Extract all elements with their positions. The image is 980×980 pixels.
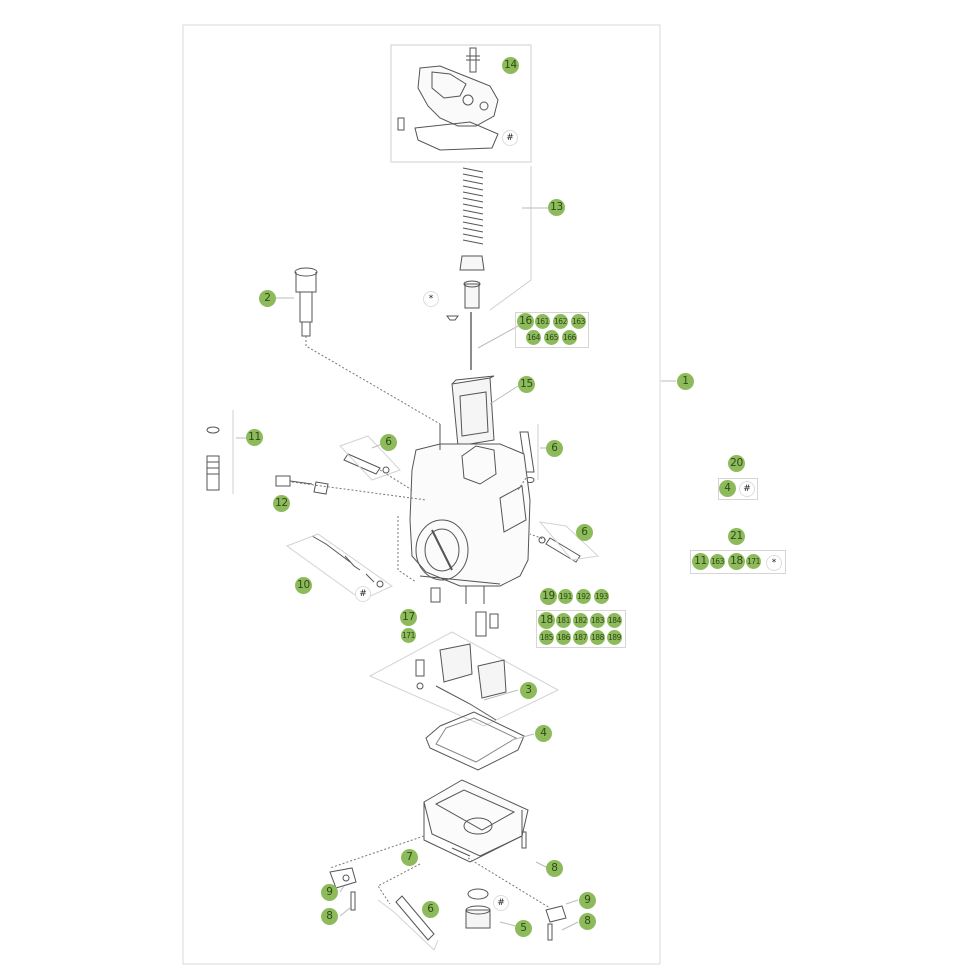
part-10-jet-set (285, 533, 393, 601)
part-6-drain-hose (377, 895, 439, 951)
callout-171[interactable]: 171 (401, 628, 416, 643)
hash-mark-5: # (493, 895, 509, 911)
part-14-frame (390, 44, 532, 163)
callout-6-mid-right[interactable]: 6 (576, 524, 593, 541)
callout-21-item-163[interactable]: 163 (710, 554, 725, 569)
callout-162[interactable]: 162 (553, 314, 568, 329)
part-13-slide-spring (446, 166, 532, 321)
group-18-box (536, 610, 626, 648)
part-4-gasket-inner (435, 717, 518, 763)
callout-192[interactable]: 192 (576, 589, 591, 604)
part-14-throttle-top (397, 47, 499, 151)
callout-189[interactable]: 189 (607, 630, 622, 645)
callout-21-item-171[interactable]: 171 (746, 554, 761, 569)
callout-163[interactable]: 163 (571, 314, 586, 329)
callout-18[interactable]: 18 (538, 612, 555, 629)
callout-10[interactable]: 10 (295, 577, 312, 594)
part-4-gasket (425, 711, 525, 771)
part-8-9-lower-hardware (329, 831, 567, 941)
callout-9-right[interactable]: 9 (579, 892, 596, 909)
callout-188[interactable]: 188 (590, 630, 605, 645)
part-6-tube-left (339, 435, 401, 481)
callout-183[interactable]: 183 (590, 613, 605, 628)
callout-185[interactable]: 185 (539, 630, 554, 645)
hash-mark-10: # (355, 586, 371, 602)
group-16-box (515, 312, 589, 348)
part-3-float (368, 631, 560, 727)
callout-17[interactable]: 17 (400, 609, 417, 626)
leader-lines (291, 336, 551, 909)
part-11-adjust-screw (206, 410, 234, 494)
callout-166[interactable]: 166 (562, 330, 577, 345)
callout-3[interactable]: 3 (520, 682, 537, 699)
callout-21-item-11[interactable]: 11 (692, 553, 709, 570)
callout-8-right-upper[interactable]: 8 (546, 860, 563, 877)
callout-6-upper-left[interactable]: 6 (380, 434, 397, 451)
part-18-19-jets (475, 611, 499, 637)
star-mark-21: * (766, 555, 782, 571)
callout-19[interactable]: 19 (540, 588, 557, 605)
callout-1[interactable]: 1 (677, 373, 694, 390)
star-mark-13: * (423, 291, 439, 307)
callout-21-item-18[interactable]: 18 (728, 553, 745, 570)
callout-13[interactable]: 13 (548, 199, 565, 216)
callout-191[interactable]: 191 (558, 589, 573, 604)
callout-181[interactable]: 181 (556, 613, 571, 628)
callout-182[interactable]: 182 (573, 613, 588, 628)
part-2-choke-plunger (294, 267, 318, 337)
callout-20-item-4[interactable]: 4 (719, 480, 736, 497)
callout-187[interactable]: 187 (573, 630, 588, 645)
callout-6-lower[interactable]: 6 (422, 901, 439, 918)
callout-161[interactable]: 161 (535, 314, 550, 329)
callout-8-left[interactable]: 8 (321, 908, 338, 925)
group-20-box (718, 478, 758, 500)
callout-165[interactable]: 165 (544, 330, 559, 345)
callout-193[interactable]: 193 (594, 589, 609, 604)
part-5-drain-plug (465, 888, 491, 929)
hash-mark-14: # (502, 130, 518, 146)
callout-2[interactable]: 2 (259, 290, 276, 307)
part-12-idle-screw (275, 475, 329, 495)
callout-14[interactable]: 14 (502, 57, 519, 74)
callout-11[interactable]: 11 (246, 429, 263, 446)
callout-184[interactable]: 184 (607, 613, 622, 628)
callout-164[interactable]: 164 (526, 330, 541, 345)
part-7-float-bowl (423, 779, 529, 863)
part-15-slide-plate (451, 375, 495, 447)
callout-15[interactable]: 15 (518, 376, 535, 393)
callout-4[interactable]: 4 (535, 725, 552, 742)
callout-leaders (236, 207, 676, 931)
callout-7[interactable]: 7 (401, 849, 418, 866)
callout-16[interactable]: 16 (517, 313, 534, 330)
part-17-jet (430, 587, 441, 603)
callout-12[interactable]: 12 (273, 495, 290, 512)
callout-5[interactable]: 5 (515, 920, 532, 937)
group-21-box (690, 550, 786, 574)
callout-186[interactable]: 186 (556, 630, 571, 645)
carburetor-body (409, 424, 531, 604)
callout-8-right-lower[interactable]: 8 (579, 913, 596, 930)
assembly-frame (182, 24, 661, 965)
callout-9-left[interactable]: 9 (321, 884, 338, 901)
callout-21[interactable]: 21 (728, 528, 745, 545)
hash-mark-20: # (739, 481, 755, 497)
callout-20[interactable]: 20 (728, 455, 745, 472)
callout-6-upper-right[interactable]: 6 (546, 440, 563, 457)
